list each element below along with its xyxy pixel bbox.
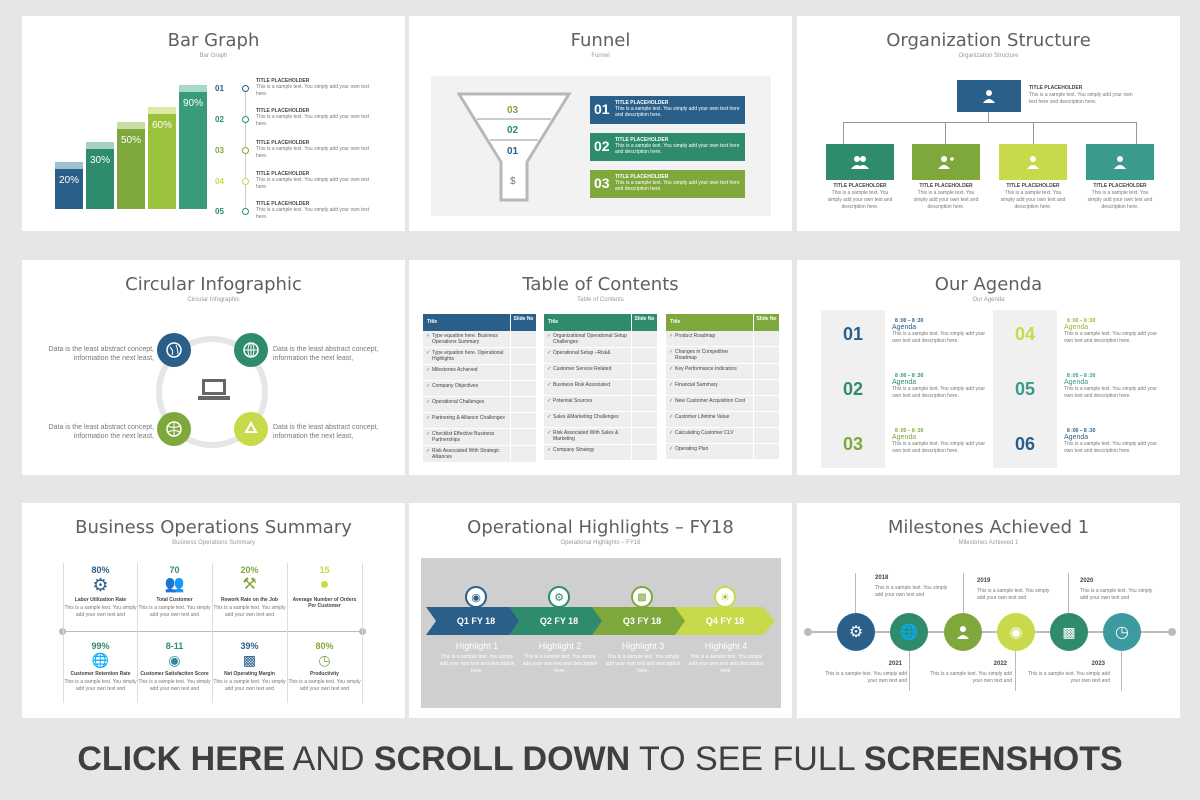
globe-icon: ◉ (168, 652, 181, 668)
slide-subtitle: Business Operations Summary (172, 540, 255, 546)
bar-4: 60% (148, 107, 176, 209)
highlight-4: Highlight 4 This is a sample text. You s… (688, 641, 764, 674)
kpi-margin: 39% ▩ Net Operating Margin This is a sam… (213, 641, 286, 692)
slide-subtitle: Circular Infographic (187, 297, 240, 303)
kpi-productivity: 80% ◷ Productivity This is a sample text… (288, 641, 361, 692)
arrow-q4: Q4 FY 18 (675, 607, 775, 635)
globe-icon (157, 333, 191, 367)
laptop-icon (196, 372, 232, 408)
slide-subtitle: Milestones Achieved 1 (958, 540, 1019, 546)
slide-circular-infographic[interactable]: Circular Infographic Circular Infographi… (22, 260, 405, 475)
arrow-q2: Q2 FY 18 (509, 607, 609, 635)
user-icon: ● (319, 576, 330, 593)
web-icon (234, 333, 268, 367)
slide-subtitle: Organization Structure (958, 53, 1019, 59)
slide-title: Business Operations Summary (75, 517, 352, 538)
gear-icon: ⚙ (548, 586, 570, 608)
slide-subtitle: Bar Graph (199, 53, 228, 59)
users-icon (999, 144, 1067, 180)
clock-icon: ◷ (318, 652, 331, 668)
arrow-q3: Q3 FY 18 (592, 607, 692, 635)
dollar-icon: $ (510, 176, 516, 187)
person-icon (1086, 144, 1154, 180)
agenda-item-5: 8 :00 – 8 :30 Agenda This is a sample te… (1064, 373, 1158, 399)
people-icon: 👥 (164, 576, 185, 593)
kpi-total-customer: 70 👥 Total Customer This is a sample tex… (138, 565, 211, 618)
recycle-icon (234, 412, 268, 446)
highlight-2: Highlight 2 This is a sample text. You s… (522, 641, 598, 674)
clock-icon: ◷ (1103, 613, 1141, 651)
web-icon: ◉ (997, 613, 1035, 651)
user-icon (957, 80, 1021, 112)
slide-business-operations-summary[interactable]: Business Operations Summary Business Ope… (22, 503, 405, 718)
add-user-icon (912, 144, 980, 180)
funnel-shape (457, 92, 572, 202)
slide-subtitle: Operational Highlights – FY18 (560, 540, 641, 546)
bar-3: 50% (117, 122, 145, 209)
slide-funnel[interactable]: Funnel Funnel 03 02 01 $ 01 TITLE PLACEH… (409, 16, 792, 231)
globe-icon: 🌐 (890, 613, 928, 651)
bulb-icon: ☀ (714, 586, 736, 608)
slide-org-structure[interactable]: Organization Structure Organization Stru… (797, 16, 1180, 231)
chart-icon: ▩ (242, 652, 257, 668)
group-icon (826, 144, 894, 180)
kpi-rework: 20% ⚒ Rework Rate on the Job This is a s… (213, 565, 286, 618)
slide-subtitle: Our Agenda (972, 297, 1005, 303)
chart-icon: ▩ (1050, 613, 1088, 651)
globe-icon: 🌐 (91, 652, 110, 668)
agenda-item-4: 8 :00 – 8 :30 Agenda This is a sample te… (1064, 318, 1158, 344)
gear-icon: ⚙ (837, 613, 875, 651)
agenda-item-3: 8 :00 – 8 :30 Agenda This is a sample te… (892, 428, 986, 454)
agenda-item-1: 8 :00 – 8 :30 Agenda This is a sample te… (892, 318, 986, 344)
cta-banner[interactable]: CLICK HERE AND SCROLL DOWN TO SEE FULL S… (77, 740, 1123, 778)
slide-milestones-achieved[interactable]: Milestones Achieved 1 Milestones Achieve… (797, 503, 1180, 718)
slide-bar-graph[interactable]: Bar Graph Bar Graph 20% 30% 50% 60% 90% … (22, 16, 405, 231)
chart-icon: ▩ (631, 586, 653, 608)
slide-title: Circular Infographic (125, 274, 302, 295)
slide-operational-highlights[interactable]: Operational Highlights – FY18 Operationa… (409, 503, 792, 718)
worker-icon: ⚒ (242, 576, 257, 593)
slide-our-agenda[interactable]: Our Agenda Our Agenda 01 02 03 04 05 06 … (797, 260, 1180, 475)
user-icon (944, 613, 982, 651)
globe-icon: ◉ (465, 586, 487, 608)
slide-title: Funnel (570, 30, 631, 51)
slide-title: Our Agenda (934, 274, 1043, 295)
cta-click-here[interactable]: CLICK HERE (77, 740, 286, 778)
funnel-item-3: 03 TITLE PLACEHOLDER This is a sample te… (590, 170, 745, 198)
kpi-labor: 80% ⚙ Labor Utilization Rate This is a s… (64, 565, 137, 618)
slide-title: Organization Structure (886, 30, 1091, 51)
bar-1: 20% (55, 162, 83, 209)
slide-title: Table of Contents (522, 274, 679, 295)
kpi-retention: 99% 🌐 Customer Retention Rate This is a … (64, 641, 137, 692)
slide-subtitle: Table of Contents (577, 297, 624, 303)
slide-subtitle: Funnel (591, 53, 610, 59)
kpi-satisfaction: 8-11 ◉ Customer Satisfaction Score This … (138, 641, 211, 692)
basketball-icon (157, 412, 191, 446)
gear-icon: ⚙ (92, 575, 109, 595)
highlight-1: Highlight 1 This is a sample text. You s… (439, 641, 515, 674)
agenda-item-6: 8 :00 – 8 :30 Agenda This is a sample te… (1064, 428, 1158, 454)
slide-table-of-contents[interactable]: Table of Contents Table of Contents Titl… (409, 260, 792, 475)
funnel-item-1: 01 TITLE PLACEHOLDER This is a sample te… (590, 96, 745, 124)
slide-title: Bar Graph (167, 30, 260, 51)
slide-title: Milestones Achieved 1 (887, 517, 1090, 538)
highlight-3: Highlight 3 This is a sample text. You s… (605, 641, 681, 674)
funnel-item-2: 02 TITLE PLACEHOLDER This is a sample te… (590, 133, 745, 161)
agenda-item-2: 8 :00 – 8 :30 Agenda This is a sample te… (892, 373, 986, 399)
slide-title: Operational Highlights – FY18 (467, 517, 734, 538)
bar-5: 90% (179, 85, 207, 209)
bar-2: 30% (86, 142, 114, 209)
arrow-q1: Q1 FY 18 (426, 607, 526, 635)
kpi-orders: 15 ● Average Number of Orders Per Custom… (288, 565, 361, 609)
